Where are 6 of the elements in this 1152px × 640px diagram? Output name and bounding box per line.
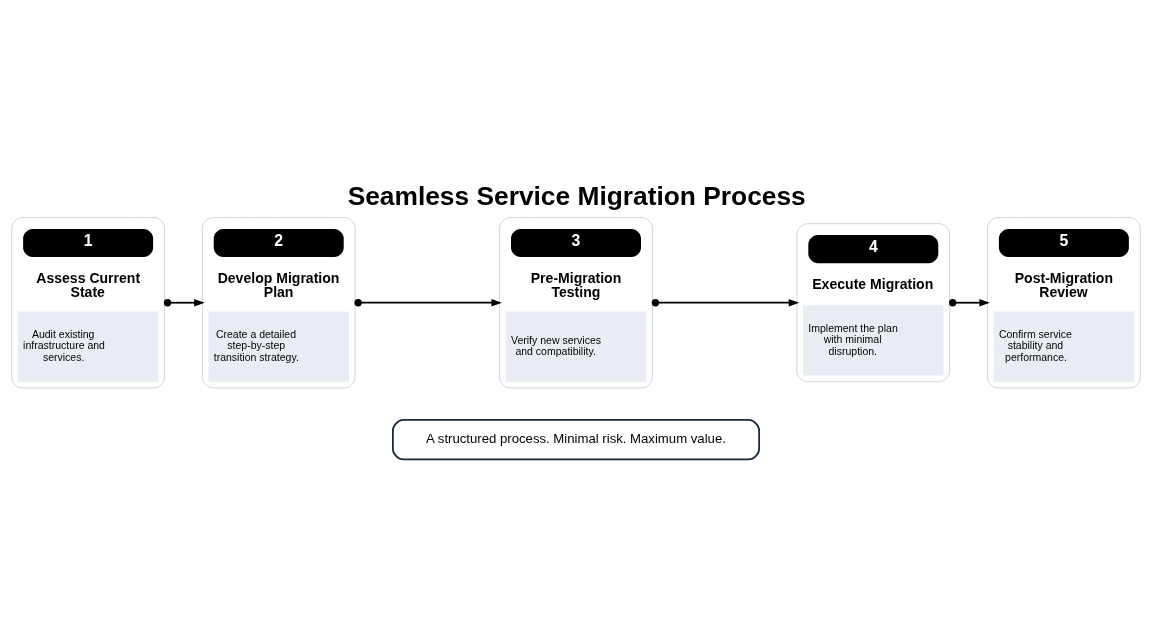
arrow <box>651 298 800 306</box>
diagram-title: Seamless Service Migration Process <box>347 180 806 211</box>
node-box: A structured process. Minimal risk. Maximum value. <box>392 418 760 460</box>
arrow <box>354 298 502 306</box>
arrow <box>949 298 990 306</box>
arrow <box>163 298 205 306</box>
